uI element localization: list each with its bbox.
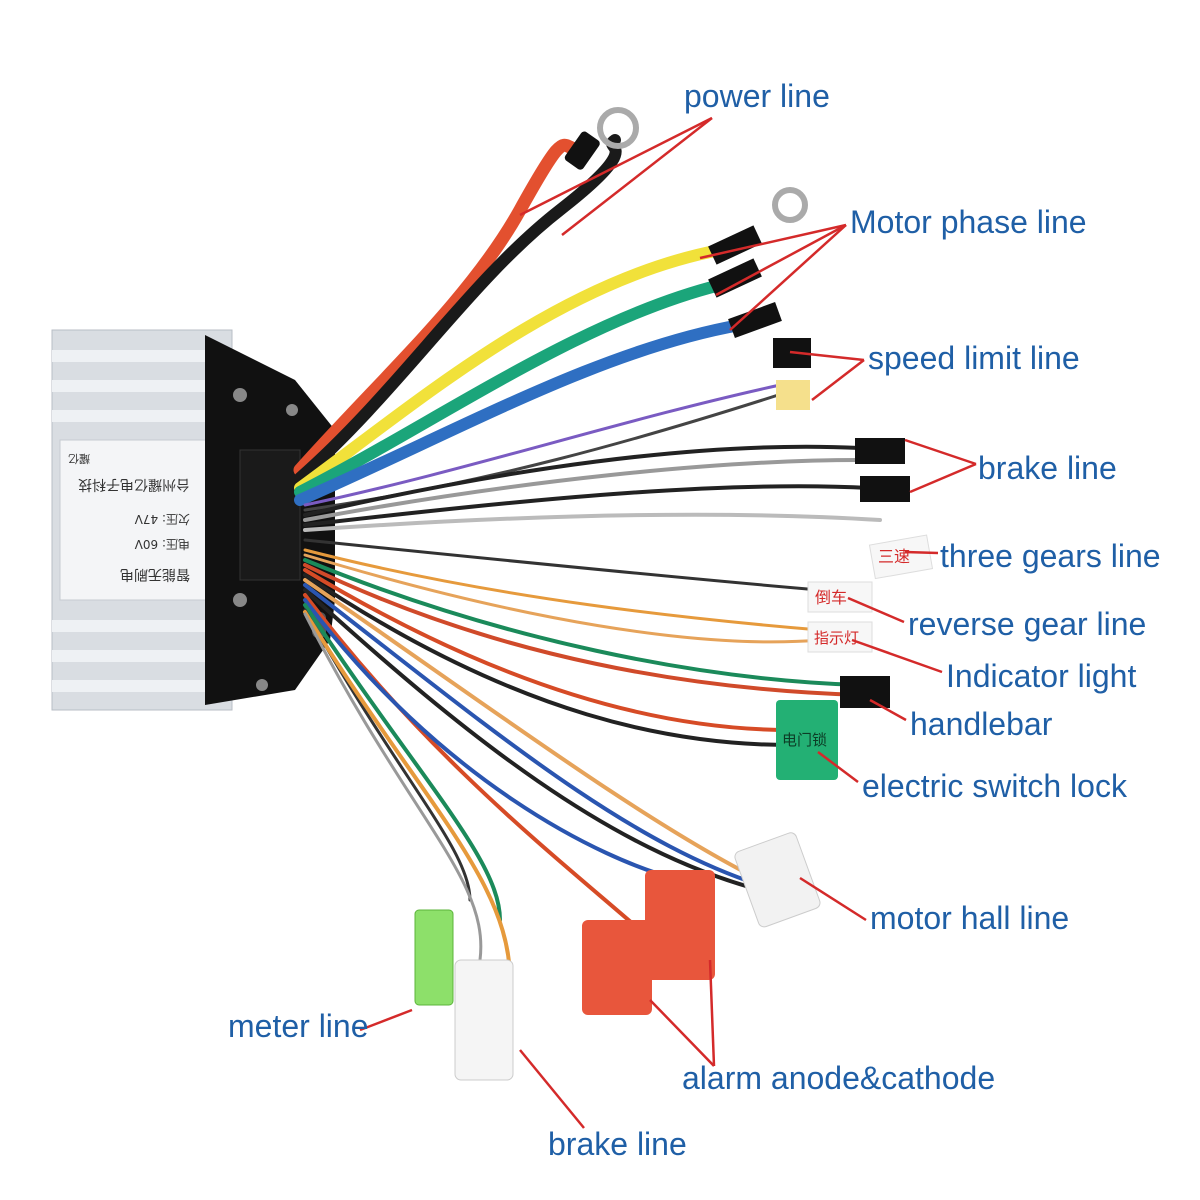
switch-lock-tag-text: 电门锁: [782, 731, 827, 749]
pointer-lines: [359, 116, 977, 1129]
controller-print-line2: 电压: 60V: [134, 537, 190, 551]
controller-print-line4: 台州耀亿电子科技: [78, 476, 190, 492]
brake-line-label-top: brake line: [978, 450, 1117, 486]
controller-print-brand: 耀亿: [68, 452, 90, 465]
brake-line-label-bottom: brake line: [548, 1126, 687, 1162]
handlebar-label: handlebar: [910, 706, 1053, 742]
controller-print-line1: 智能无刷电: [120, 566, 190, 582]
motor-hall-line-label: motor hall line: [870, 900, 1070, 936]
alarm-anode-cathode-label: alarm anode&cathode: [682, 1060, 996, 1096]
indicator-tag-text: 指示灯: [814, 629, 859, 647]
speed-limit-line-label: speed limit line: [868, 340, 1080, 376]
motor-phase-line-label: Motor phase line: [850, 204, 1087, 240]
three-gears-tag-text: 三速: [878, 547, 910, 566]
meter-line-label: meter line: [228, 1008, 369, 1044]
connectors: 三速 倒车 指示灯 电门锁: [414, 107, 934, 1081]
wire-bundle: [293, 134, 882, 982]
controller-print-line3: 欠压: 47V: [134, 512, 190, 527]
indicator-light-label: Indicator light: [946, 658, 1137, 694]
reverse-gear-line-label: reverse gear line: [908, 606, 1147, 642]
reverse-tag-text: 倒车: [815, 588, 847, 607]
three-gears-line-label: three gears line: [940, 538, 1161, 574]
controller-body: 智能无刷电 电压: 60V 欠压: 47V 台州耀亿电子科技 耀亿: [51, 329, 335, 711]
power-line-label: power line: [684, 78, 830, 114]
electric-switch-lock-label: electric switch lock: [862, 768, 1127, 804]
